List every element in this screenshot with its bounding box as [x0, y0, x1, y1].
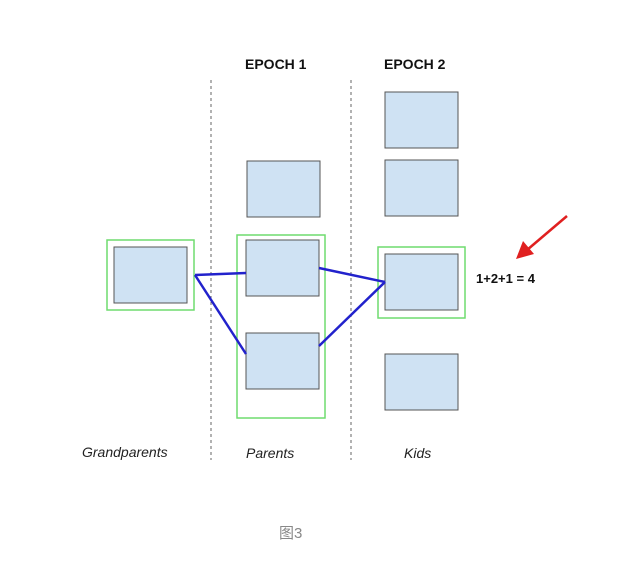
parents-label: Parents — [246, 445, 295, 461]
red-arrow-icon — [516, 215, 568, 259]
link-grandparent-parent-2 — [193, 274, 248, 355]
count-equation: 1+2+1 = 4 — [476, 271, 535, 286]
link-grandparent-parent-1 — [194, 271, 247, 277]
kid-box-2 — [384, 159, 459, 217]
parent-box-1 — [245, 239, 320, 297]
kid-highlight — [377, 246, 466, 319]
grandparent-box — [113, 246, 188, 304]
parent-box-2 — [245, 332, 320, 390]
parents-highlight — [236, 234, 326, 419]
parent-box-unselected — [246, 160, 321, 218]
kid-box-1 — [384, 91, 459, 149]
grandparents-label: Grandparents — [82, 444, 168, 460]
kids-label: Kids — [404, 445, 432, 461]
figure-caption: 图3 — [279, 525, 303, 542]
link-parent-2-kid — [318, 281, 386, 347]
kid-box-selected — [384, 253, 459, 311]
kid-box-4 — [384, 353, 459, 411]
epoch-2-header: EPOCH 2 — [384, 56, 446, 72]
grandparent-highlight — [106, 239, 195, 311]
link-parent-1-kid — [318, 266, 386, 284]
epoch-1-header: EPOCH 1 — [245, 56, 307, 72]
